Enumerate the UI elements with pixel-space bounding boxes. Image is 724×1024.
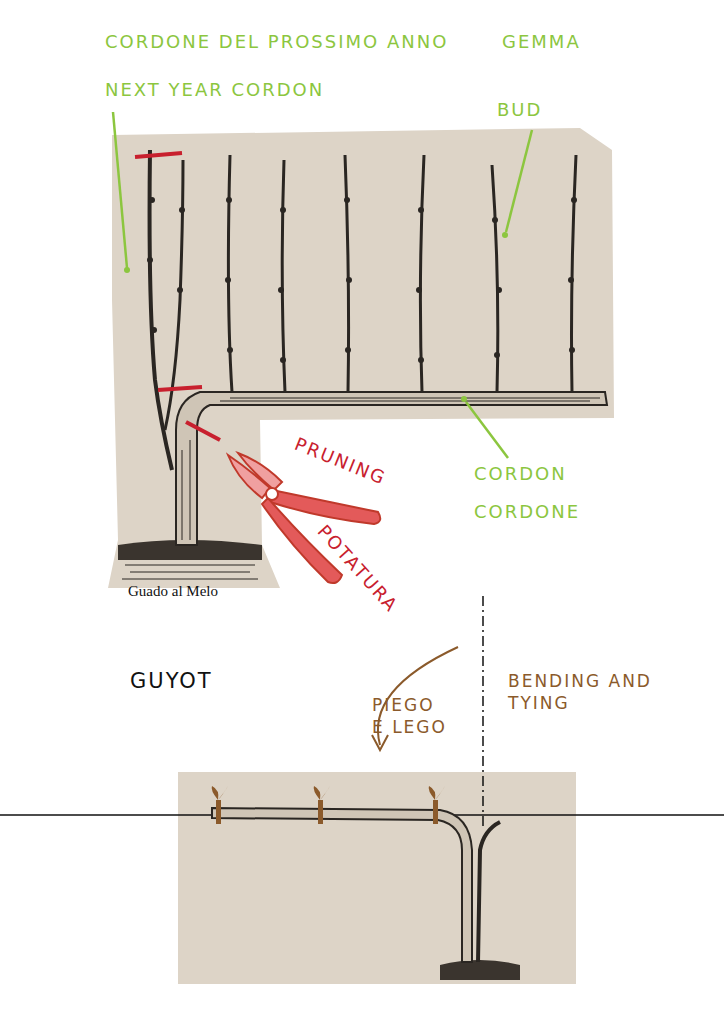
label-text: GEMMA (502, 30, 581, 53)
action-label: PIEGO E LEGO (372, 694, 452, 738)
action-label: BENDING AND TYING (508, 670, 658, 714)
paper-ground (178, 772, 576, 984)
canes (228, 155, 576, 392)
credit-text: Guado al Melo (128, 582, 218, 602)
paper-ground (108, 128, 614, 588)
leader-lines (113, 112, 532, 458)
title-text: GUYOT (130, 668, 213, 695)
ties (212, 786, 445, 824)
label-text: NEXT YEAR CORDON (105, 78, 324, 101)
label-text: BUD (497, 98, 542, 121)
soil (440, 960, 520, 980)
next-year-cane (150, 150, 172, 470)
leader-dots (124, 232, 508, 402)
action-label: PRUNING (291, 432, 389, 490)
cut-marks (135, 153, 220, 440)
soil-hatch (122, 565, 258, 579)
label-text: CORDON (474, 462, 567, 485)
trunk-and-cordon (176, 392, 607, 545)
bark-texture (182, 398, 600, 540)
buds (147, 197, 577, 363)
arrowhead (372, 735, 388, 750)
label-text: CORDONE (474, 500, 580, 523)
bent-cane (212, 808, 472, 962)
label-text: CORDONE DEL PROSSIMO ANNO (105, 30, 448, 53)
divider (482, 596, 484, 830)
trunk (478, 822, 500, 962)
